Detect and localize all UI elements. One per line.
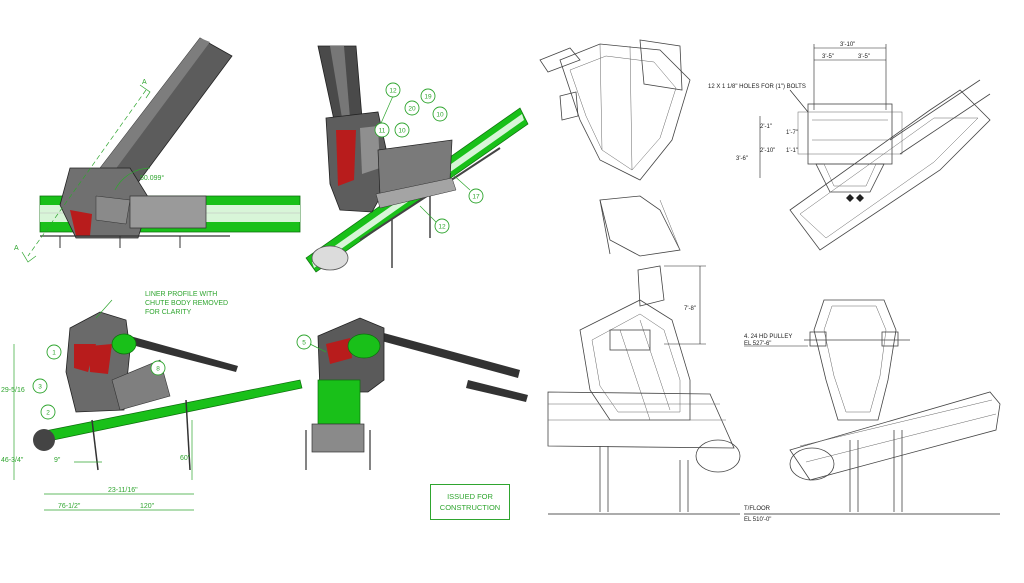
bubble-10-b: 10 xyxy=(436,112,444,119)
bubble-12-bottom: 12 xyxy=(438,224,446,231)
dim-9: 9" xyxy=(54,457,61,464)
pulley-note-line1: 4. 24 HD PULLEY xyxy=(744,334,792,340)
dim-v4: 3'-6" xyxy=(736,156,748,162)
pulley-note-line2: EL 527'-6" xyxy=(744,341,771,347)
bubble-2: 2 xyxy=(46,410,50,417)
bottom-left-side-view: LINER PROFILE WITH CHUTE BODY REMOVED FO… xyxy=(1,291,303,511)
bubble-3: 3 xyxy=(38,384,42,391)
dim-v5: 1'-1" xyxy=(786,148,798,154)
angle-label: 50.099° xyxy=(140,174,164,182)
bubble-19: 19 xyxy=(424,94,432,101)
bubble-20: 20 xyxy=(408,106,416,113)
dim-height-right: 7'-8" xyxy=(684,306,696,312)
liner-note-line1: LINER PROFILE WITH xyxy=(145,291,217,298)
liner-note-line2: CHUTE BODY REMOVED xyxy=(145,300,228,307)
dim-23: 23-11/16" xyxy=(108,487,138,494)
bottom-right-front-view: 5 xyxy=(296,317,528,470)
bubble-11: 11 xyxy=(379,128,386,135)
dim-left-half: 3'-5" xyxy=(822,54,834,60)
bubble-1: 1 xyxy=(52,350,56,357)
liner-note-line3: FOR CLARITY xyxy=(145,309,192,316)
bubble-10-a: 10 xyxy=(398,128,406,135)
right-top-left-wireframe xyxy=(539,39,691,257)
right-top-right-plan: 3'-10" 3'-5" 3'-5" 12 X 1 1/8" HOLES FOR… xyxy=(708,42,991,251)
floor-note-line1: T/FLOOR xyxy=(744,506,771,512)
bubble-17: 17 xyxy=(472,194,480,201)
dim-76: 76-1/2" xyxy=(58,503,81,510)
bubble-12-top: 12 xyxy=(389,88,397,95)
dim-120: 120" xyxy=(140,503,155,510)
dim-pulley: 46-3/4" xyxy=(1,457,24,464)
top-left-3d-view: A A 50.099° xyxy=(14,37,301,263)
dim-v2: 1'-7" xyxy=(786,130,798,136)
dim-right-half: 3'-5" xyxy=(858,54,870,60)
right-bottom-left-elevation: 7'-8" xyxy=(547,265,741,515)
dim-top: 3'-10" xyxy=(840,42,855,48)
bubble-8: 8 xyxy=(156,366,160,373)
floor-note-line2: EL 510'-0" xyxy=(744,517,771,523)
top-right-3d-view: 12 11 10 20 19 10 17 12 xyxy=(305,45,529,273)
section-marker-top: A xyxy=(142,79,147,86)
dim-60: 60" xyxy=(180,455,191,462)
section-marker-bottom: A xyxy=(14,245,19,252)
dim-v1: 2'-1" xyxy=(760,124,772,130)
dim-height-left: 29-5/16 xyxy=(1,387,25,394)
stamp-line1: ISSUED FOR xyxy=(447,492,493,501)
holes-note: 12 X 1 1/8" HOLES FOR (1") BOLTS xyxy=(708,84,806,90)
stamp-line2: CONSTRUCTION xyxy=(439,503,501,512)
issued-for-construction-stamp: ISSUED FOR CONSTRUCTION xyxy=(430,484,510,520)
right-bottom-right-elevation: 4. 24 HD PULLEY EL 527'-6" T/FLOOR EL 51… xyxy=(744,299,1001,523)
bubble-5: 5 xyxy=(302,340,306,347)
dim-v3: 2'-10" xyxy=(760,148,775,154)
